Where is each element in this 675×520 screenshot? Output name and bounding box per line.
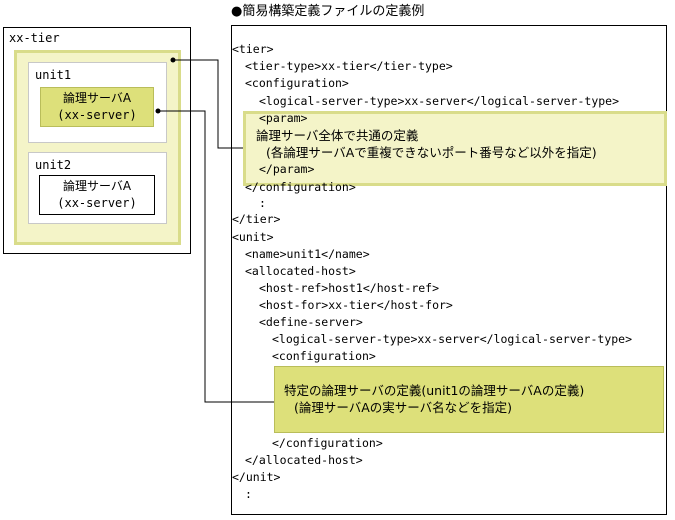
code-line: </configuration>	[272, 436, 383, 450]
definition-file-panel	[231, 25, 667, 515]
server-connector-dot	[155, 108, 161, 114]
tier-label: xx-tier	[9, 31, 60, 45]
server-to-define-server-connector	[158, 110, 274, 403]
code-line: <param>	[259, 111, 308, 125]
code-line: <name>unit1</name>	[245, 247, 370, 261]
code-line: </tier>	[232, 212, 281, 226]
server-name: 論理サーバA	[62, 91, 132, 105]
unit2-logical-server: 論理サーバA (xx-server)	[39, 175, 155, 215]
code-line: <allocated-host>	[245, 264, 356, 278]
server-type: (xx-server)	[57, 196, 137, 210]
code-line: <unit>	[232, 230, 274, 244]
specific-definition-note: 特定の論理サーバの定義(unit1の論理サーバAの定義)	[284, 383, 585, 398]
code-line: </param>	[259, 162, 315, 176]
unit1-logical-server: 論理サーバA (xx-server)	[40, 87, 154, 127]
server-type: (xx-server)	[57, 108, 137, 122]
specific-definition-highlight	[274, 366, 664, 433]
common-definition-note: (各論理サーバAで重複できないポート番号など以外を指定)	[266, 145, 597, 160]
common-definition-note: 論理サーバ全体で共通の定義	[256, 128, 419, 143]
code-line: <define-server>	[259, 315, 363, 329]
code-line: </unit>	[232, 470, 281, 484]
code-line: <tier>	[232, 42, 274, 56]
unit1-label: unit1	[35, 68, 72, 82]
figure-title: ●簡易構築定義ファイルの定義例	[231, 4, 425, 19]
code-line: <logical-server-type>xx-server</logical-…	[259, 94, 620, 108]
code-ellipsis: :	[245, 487, 252, 501]
specific-definition-note: (論理サーバAの実サーバ名などを指定)	[294, 400, 513, 415]
code-line: </allocated-host>	[245, 453, 363, 467]
code-line: <configuration>	[272, 349, 376, 363]
tier-box	[3, 27, 191, 254]
code-ellipsis: :	[259, 196, 266, 210]
code-line: <configuration>	[245, 76, 349, 90]
code-line: <host-ref>host1</host-ref>	[259, 281, 440, 295]
tier-to-param-connector	[173, 59, 243, 149]
tier-connector-dot	[170, 57, 176, 63]
unit2-label: unit2	[35, 158, 72, 172]
common-definition-highlight	[243, 111, 667, 186]
server-name: 論理サーバA	[62, 179, 132, 193]
code-line: <logical-server-type>xx-server</logical-…	[272, 332, 633, 346]
code-line: </configuration>	[245, 180, 356, 194]
code-line: <tier-type>xx-tier</tier-type>	[245, 59, 453, 73]
code-line: <host-for>xx-tier</host-for>	[259, 298, 453, 312]
